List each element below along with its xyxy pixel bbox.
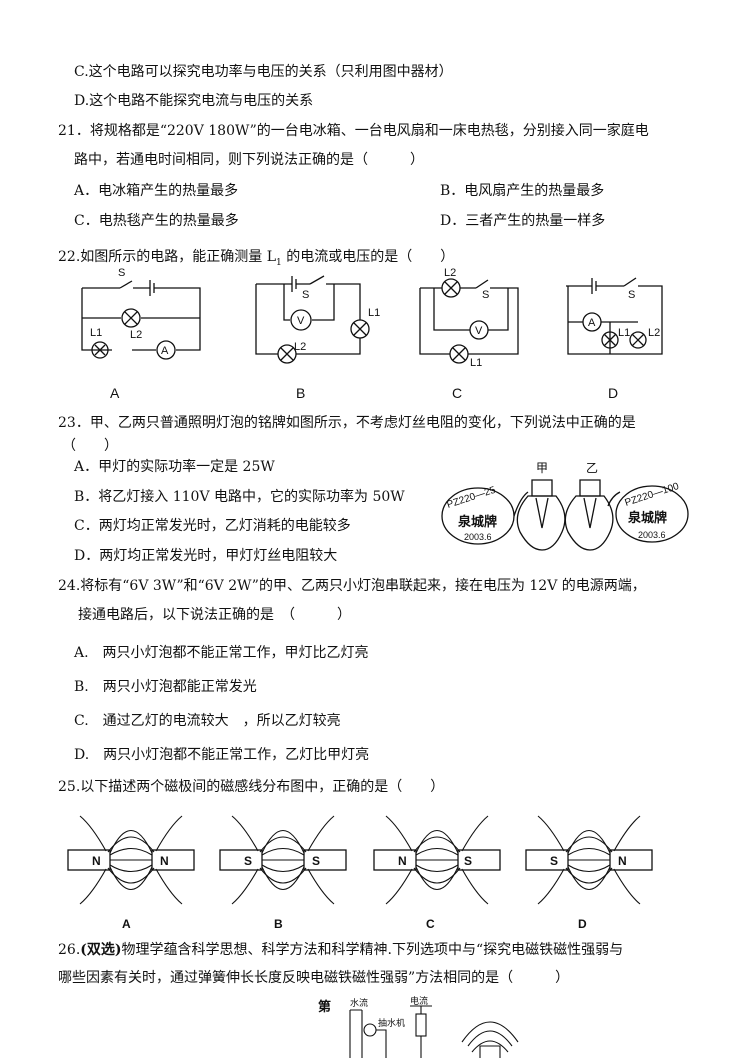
q22c-voltmeter-label: V — [475, 325, 483, 337]
q25-fig-label-b: B — [274, 917, 283, 931]
q23-label-yi: 乙 — [586, 461, 598, 475]
q26-fig-current-label: 电流 — [410, 996, 428, 1006]
q21-stem-line2: 路中，若通电时间相同，则下列说法正确的是（ ） — [74, 152, 424, 168]
q26-partial-figures: 水流 抽水机 电流 — [349, 996, 519, 1058]
q22-stem-sub: 1 — [276, 257, 282, 268]
q22c-l1-label: L1 — [470, 357, 482, 369]
q25-fig-label-a: A — [122, 917, 131, 931]
q22a-ammeter-label: A — [161, 345, 169, 357]
q25b-right-pole: S — [312, 854, 320, 868]
q22d-switch-label: S — [628, 289, 635, 301]
q22c-l2-label: L2 — [444, 267, 456, 279]
q24-stem-line1: 24.将标有“6V 3W”和“6V 2W”的甲、乙两只小灯泡串联起来，接在电压为… — [58, 578, 646, 594]
q26-fig-water-label: 水流 — [350, 997, 368, 1008]
q20-option-c: C.这个电路可以探究电功率与电压的关系（只利用图中器材） — [74, 64, 453, 80]
q22b-l1-label: L1 — [368, 307, 380, 319]
q23-bulb-nameplates-figure: 甲 乙 PZ220—25 泉城牌 2003.6 PZ220—100 泉城牌 20… — [441, 461, 689, 551]
q22d-l1-label: L1 — [618, 327, 630, 339]
q25b-left-pole: S — [244, 854, 252, 868]
q22a-switch-label: S — [118, 267, 125, 279]
q22b-switch-label: S — [302, 289, 309, 301]
q21-option-d: D．三者产生的热量一样多 — [440, 213, 606, 229]
q22a-l2-label: L2 — [130, 329, 142, 341]
q22-fig-label-a: A — [110, 385, 120, 401]
q26-partial-label: 第 — [318, 1000, 332, 1015]
q23-stem-line2: （ ） — [62, 438, 118, 454]
q22-circuit-figures: S L1 L2 A S V L1 L2 L2 S V L1 S A L1 L2 … — [81, 267, 663, 401]
q23-option-a: A．甲灯的实际功率一定是 25W — [74, 459, 275, 475]
q25a-right-pole: N — [160, 854, 169, 868]
q25c-right-pole: S — [464, 854, 472, 868]
q24-option-c: C. 通过乙灯的电流较大 ，所以乙灯较亮 — [74, 713, 341, 729]
q21-stem-line1: 21．将规格都是“220V 180W”的一台电冰箱、一台电风扇和一床电热毯，分别… — [58, 123, 649, 139]
q25c-left-pole: N — [398, 854, 407, 868]
q26-stem-line1: 26.(双选)物理学蕴含科学思想、科学方法和科学精神.下列选项中与“探究电磁铁磁… — [58, 940, 623, 960]
q26-number: 26. — [58, 942, 81, 958]
q21-option-b: B．电风扇产生的热量最多 — [440, 183, 605, 199]
q22-stem-pre: 22.如图所示的电路，能正确测量 L — [58, 249, 277, 265]
q25-fig-label-c: C — [426, 917, 435, 931]
q26-double-choice-tag: (双选) — [80, 942, 122, 958]
q20-option-d: D.这个电路不能探究电流与电压的关系 — [74, 93, 314, 109]
q22c-switch-label: S — [482, 289, 489, 301]
q22-fig-label-d: D — [608, 385, 618, 401]
q22d-l2-label: L2 — [648, 327, 660, 339]
q23-plate-yi-brand: 泉城牌 — [628, 510, 667, 525]
q24-stem-line2: 接通电路后，以下说法正确的是 （ ） — [78, 607, 351, 623]
q22a-l1-label: L1 — [90, 327, 102, 339]
q22-fig-label-b: B — [296, 385, 305, 401]
q23-plate-jia-date: 2003.6 — [464, 532, 492, 542]
q23-option-d: D．两灯均正常发光时，甲灯灯丝电阻较大 — [74, 548, 338, 564]
q25a-left-pole: N — [92, 854, 101, 868]
q25d-right-pole: N — [618, 854, 627, 868]
q22b-l2-label: L2 — [294, 341, 306, 353]
q26-stem-text1: 物理学蕴含科学思想、科学方法和科学精神.下列选项中与“探究电磁铁磁性强弱与 — [121, 942, 624, 958]
q21-option-c: C．电热毯产生的热量最多 — [74, 213, 239, 229]
q22-stem: 22.如图所示的电路，能正确测量 L1 的电流或电压的是（ ） — [58, 247, 454, 273]
q23-label-jia: 甲 — [536, 461, 548, 475]
q25-stem: 25.以下描述两个磁极间的磁感线分布图中，正确的是（ ） — [58, 779, 445, 795]
q24-option-d: D. 两只小灯泡都不能正常工作，乙灯比甲灯亮 — [74, 747, 370, 763]
q24-option-a: A. 两只小灯泡都不能正常工作，甲灯比乙灯亮 — [74, 645, 369, 661]
q25d-left-pole: S — [550, 854, 558, 868]
q26-fig-pump-label: 抽水机 — [378, 1017, 405, 1028]
q21-option-a: A．电冰箱产生的热量最多 — [74, 183, 239, 199]
q22b-voltmeter-label: V — [297, 315, 305, 327]
q23-option-c: C．两灯均正常发光时，乙灯消耗的电能较多 — [74, 518, 351, 534]
q25-magnetic-field-figures: N N S S N S S N A B C D — [67, 815, 653, 931]
q23-plate-yi-date: 2003.6 — [638, 530, 666, 540]
q22d-ammeter-label: A — [588, 317, 596, 329]
q22-stem-post: 的电流或电压的是（ ） — [281, 249, 455, 265]
q25-fig-label-d: D — [578, 917, 587, 931]
q24-option-b: B. 两只小灯泡都能正常发光 — [74, 679, 257, 695]
q23-plate-yi-model: PZ220—100 — [624, 481, 681, 509]
q23-stem-line1: 23．甲、乙两只普通照明灯泡的铭牌如图所示，不考虑灯丝电阻的变化，下列说法中正确… — [58, 415, 636, 431]
q23-plate-jia-brand: 泉城牌 — [458, 514, 497, 529]
q26-stem-line2: 哪些因素有关时，通过弹簧伸长长度反映电磁铁磁性强弱”方法相同的是（ ） — [58, 970, 570, 986]
q22-fig-label-c: C — [452, 385, 462, 401]
q23-option-b: B．将乙灯接入 110V 电路中，它的实际功率为 50W — [74, 489, 405, 505]
